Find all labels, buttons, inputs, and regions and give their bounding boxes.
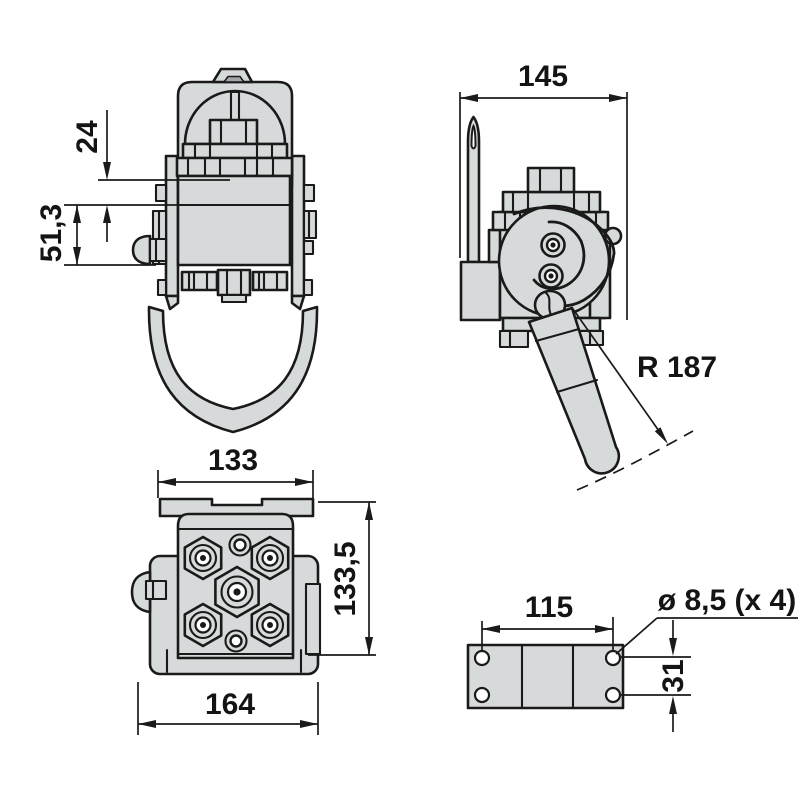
dim-145-label: 145 <box>518 60 568 93</box>
dim-24-label: 24 <box>71 120 104 154</box>
side-hook-cam <box>497 204 623 321</box>
top-hex-nuts <box>183 535 290 648</box>
dim-133-5-label: 133,5 <box>329 541 362 616</box>
dim-51-3-label: 51,3 <box>35 204 68 262</box>
side-view: R 187 145 <box>459 60 717 491</box>
front-right-tabs <box>302 183 318 297</box>
side-hand-lever <box>527 306 621 475</box>
top-round-bolts <box>224 533 252 653</box>
dim-133-label: 133 <box>208 444 258 477</box>
front-dome-assembly <box>183 89 287 146</box>
front-shackle <box>147 305 319 434</box>
front-nut-bands <box>175 142 294 178</box>
side-radius-annotation: R 187 <box>572 308 717 491</box>
plate-holes <box>473 649 622 704</box>
dim-115-label: 115 <box>525 591 573 624</box>
plate-dimensions: 115 ø 8,5 (x 4) 31 <box>481 584 798 732</box>
dim-164-label: 164 <box>205 688 255 721</box>
front-main-body <box>176 174 292 267</box>
top-dimensions: 133 133,5 164 <box>137 444 376 735</box>
mounting-plate-view: 115 ø 8,5 (x 4) 31 <box>466 584 798 732</box>
front-bottom-nuts <box>180 268 289 304</box>
plate-body <box>466 643 625 710</box>
front-dimensions: 24 51,3 <box>35 110 230 266</box>
dim-hole-diameter-label: ø 8,5 (x 4) <box>658 584 796 617</box>
side-dimensions: 145 <box>459 60 628 320</box>
dim-r187-label: R 187 <box>637 351 717 384</box>
side-release-pin <box>466 115 481 264</box>
top-knob <box>130 570 168 614</box>
dim-31-label: 31 <box>657 659 690 692</box>
front-left-knob <box>131 183 168 297</box>
front-view: 24 51,3 <box>35 67 319 434</box>
front-top-cap <box>211 67 254 84</box>
top-view: 133 133,5 164 <box>130 444 376 735</box>
